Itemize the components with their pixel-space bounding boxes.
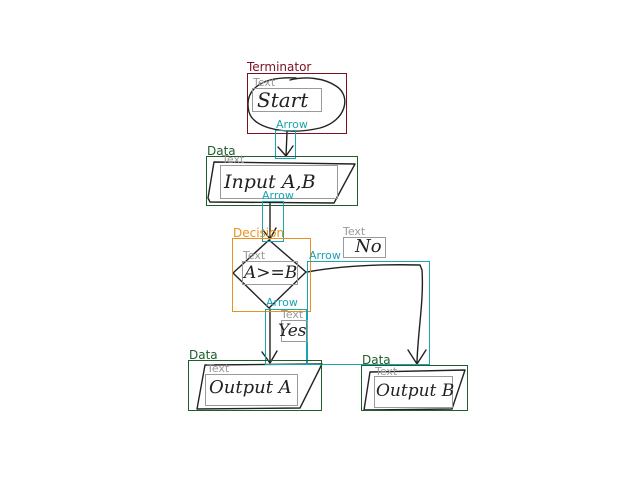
input-text-box [220,165,338,199]
output-b-node-text: Output B [376,381,455,401]
start-node-text: Start [257,88,309,112]
decision-text-box [242,261,298,285]
input-text-tag: Text [222,153,245,166]
arrow-input-decision-shape [262,202,277,240]
input-parallelogram-shape [207,161,356,204]
arrow-box-input-decision [262,201,284,242]
input-node-text: Input A,B [224,171,316,193]
no-edge-text: No [355,236,382,257]
data-box-output-b [361,365,468,411]
data-label-output-a: Data [189,348,218,362]
start-text-box [252,88,322,112]
data-label-input: Data [207,144,236,158]
arrow-yes-shape [261,308,278,364]
arrow-label-1: Arrow [276,118,308,131]
data-box-input [206,156,358,206]
yes-text-box [281,320,308,342]
yes-edge-text: Yes [278,321,307,341]
data-label-output-b: Data [362,353,391,367]
arrow-label-2: Arrow [262,189,294,202]
output-a-node-text: Output A [209,377,292,398]
terminator-label: Terminator [247,60,312,74]
output-a-text-box [205,374,298,406]
no-text-tag: Text [343,225,366,238]
arrow-box-start-input [275,130,296,159]
output-a-text-tag: Text [207,362,230,375]
decision-node-text: A>=B [244,263,298,283]
decision-box [232,238,311,312]
output-b-parallelogram-shape [363,369,466,411]
arrow-box-yes [265,309,307,365]
yes-text-tag: Text [281,308,304,321]
data-box-output-a [188,360,322,411]
decision-label: Decision [233,226,285,240]
no-text-box [343,237,386,258]
arrow-label-no: Arrow [309,249,341,262]
arrow-box-no [307,261,430,365]
output-b-text-tag: Text [375,365,398,378]
arrow-label-yes: Arrow [266,296,298,309]
output-b-text-box [374,376,453,408]
start-text-tag: Text [253,76,276,89]
terminator-box [247,73,347,134]
start-oval-shape [247,77,346,132]
decision-text-tag: Text [243,249,266,262]
